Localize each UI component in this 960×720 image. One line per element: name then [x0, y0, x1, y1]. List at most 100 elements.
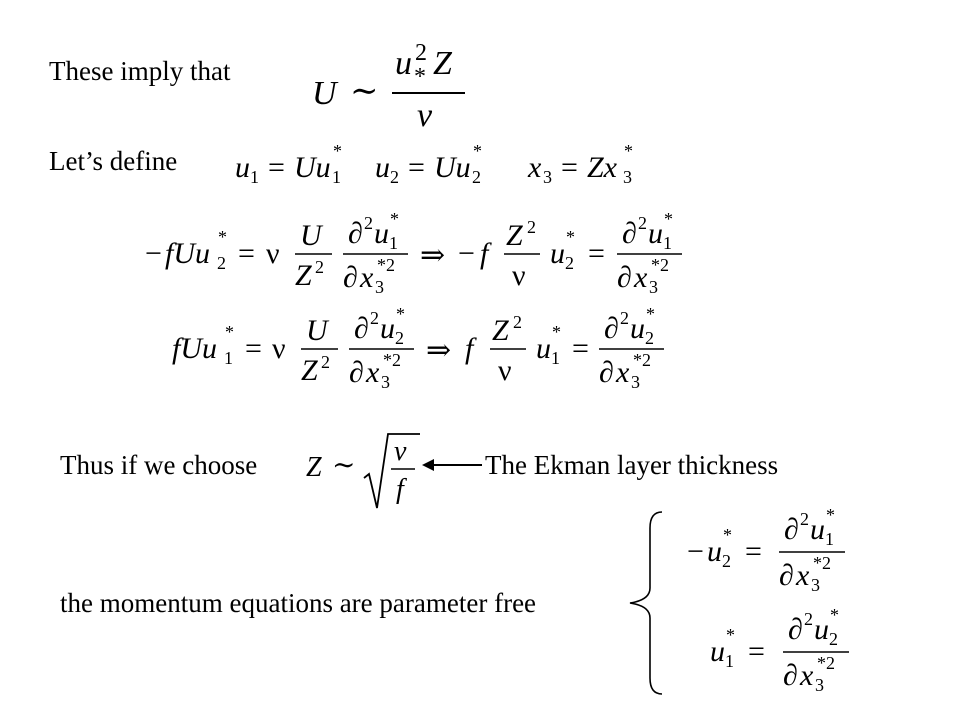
svg-text:f: f — [465, 332, 477, 365]
svg-text:ν: ν — [417, 97, 433, 130]
brace-icon — [629, 511, 663, 695]
text-lets-define: Let’s define — [49, 146, 178, 176]
svg-text:u: u — [707, 535, 722, 568]
svg-text:2: 2 — [527, 217, 536, 237]
svg-text:3: 3 — [623, 167, 632, 187]
svg-text:=: = — [572, 332, 589, 365]
ekman-scale-equation: Z ∼ ν f — [306, 433, 420, 509]
svg-text:*2: *2 — [633, 350, 651, 370]
svg-text:fUu: fUu — [172, 332, 217, 365]
svg-text:=: = — [748, 635, 765, 668]
svg-text:*2: *2 — [817, 653, 835, 673]
svg-text:∂: ∂ — [788, 613, 803, 646]
svg-text:3: 3 — [375, 277, 384, 297]
svg-text:*: * — [414, 64, 426, 90]
text-ekman-thickness: The Ekman layer thickness — [485, 450, 779, 480]
svg-text:fUu: fUu — [165, 237, 210, 270]
svg-text:⇒: ⇒ — [420, 239, 445, 272]
svg-text:u: u — [550, 237, 565, 270]
param-free-equation-1: − u 2 * = ∂ 2 u 1 * ∂ x 3 *2 — [687, 505, 845, 595]
svg-text:f: f — [396, 474, 407, 505]
svg-text:Uu: Uu — [294, 151, 331, 184]
svg-text:1: 1 — [332, 167, 341, 187]
svg-text:u: u — [810, 513, 825, 546]
svg-text:2: 2 — [321, 352, 330, 372]
svg-text:2: 2 — [620, 308, 629, 328]
text-thus-if-we-choose: Thus if we choose — [60, 450, 258, 480]
svg-text:1: 1 — [825, 529, 834, 549]
svg-text:=: = — [588, 237, 605, 270]
svg-text:*: * — [826, 505, 835, 525]
svg-text:1: 1 — [224, 348, 233, 368]
svg-text:3: 3 — [815, 675, 824, 695]
svg-text:x: x — [365, 356, 380, 389]
svg-text:2: 2 — [645, 328, 654, 348]
svg-text:1: 1 — [725, 651, 734, 671]
svg-text:=: = — [408, 151, 425, 184]
svg-text:1: 1 — [250, 167, 259, 187]
svg-text:u: u — [648, 217, 663, 250]
svg-text:∂: ∂ — [354, 312, 369, 345]
svg-text:*: * — [552, 322, 561, 342]
svg-text:u: u — [395, 45, 412, 82]
svg-text:*: * — [624, 141, 633, 161]
svg-text:=: = — [268, 151, 285, 184]
svg-text:u: u — [235, 151, 250, 184]
svg-text:*2: *2 — [651, 255, 669, 275]
svg-text:Uu: Uu — [434, 151, 471, 184]
svg-text:Z: Z — [306, 452, 322, 483]
svg-text:Zx: Zx — [587, 151, 618, 184]
svg-text:2: 2 — [722, 551, 731, 571]
momentum-equation-1: − fUu 2 * = ν U Z 2 ∂ 2 u 1 * ∂ x 3 *2 ⇒… — [145, 209, 682, 297]
left-arrow-icon — [422, 459, 482, 471]
svg-text:=: = — [561, 151, 578, 184]
svg-text:3: 3 — [381, 372, 390, 392]
svg-text:*2: *2 — [813, 553, 831, 573]
svg-text:u: u — [814, 613, 829, 646]
svg-text:∂: ∂ — [349, 356, 364, 389]
svg-text:1: 1 — [389, 233, 398, 253]
param-free-equation-2: u 1 * = ∂ 2 u 2 * ∂ x 3 *2 — [710, 605, 849, 695]
svg-text:2: 2 — [829, 629, 838, 649]
svg-text:ν: ν — [394, 436, 407, 467]
svg-text:−: − — [458, 237, 475, 270]
svg-text:2: 2 — [395, 328, 404, 348]
svg-text:*2: *2 — [383, 350, 401, 370]
svg-text:2: 2 — [513, 312, 522, 332]
svg-text:*: * — [390, 209, 399, 229]
svg-text:Z: Z — [301, 354, 318, 387]
svg-text:U: U — [300, 219, 324, 252]
svg-text:−: − — [687, 535, 704, 568]
svg-text:*: * — [723, 525, 732, 545]
svg-text:2: 2 — [217, 253, 226, 273]
svg-text:Z: Z — [433, 45, 453, 82]
svg-text:f: f — [480, 237, 492, 270]
momentum-equation-2: fUu 1 * = ν U Z 2 ∂ 2 u 2 * ∂ x 3 *2 ⇒ f… — [172, 304, 664, 392]
svg-text:U: U — [312, 75, 339, 112]
svg-text:Z: Z — [506, 219, 523, 252]
svg-text:2: 2 — [804, 609, 813, 629]
svg-text:2: 2 — [315, 257, 324, 277]
svg-text:2: 2 — [800, 509, 809, 529]
svg-text:x: x — [359, 261, 374, 294]
svg-text:∂: ∂ — [599, 356, 614, 389]
svg-text:2: 2 — [472, 167, 481, 187]
nondimensional-definitions: u 1 = Uu 1 * u 2 = Uu 2 * x 3 = Zx 3 * — [235, 141, 633, 187]
scaling-equation-U: U ∼ u 2 * Z ν — [312, 40, 465, 130]
svg-text:2: 2 — [565, 253, 574, 273]
svg-text:3: 3 — [649, 277, 658, 297]
svg-text:∂: ∂ — [343, 261, 358, 294]
svg-text:∼: ∼ — [332, 450, 355, 481]
svg-text:u: u — [536, 332, 551, 365]
svg-text:3: 3 — [543, 167, 552, 187]
svg-text:*: * — [830, 605, 839, 625]
svg-text:⇒: ⇒ — [426, 334, 451, 367]
svg-text:u: u — [375, 151, 390, 184]
svg-text:*: * — [396, 304, 405, 324]
svg-text:2: 2 — [364, 213, 373, 233]
svg-text:u: u — [630, 312, 645, 345]
svg-text:x: x — [633, 261, 648, 294]
svg-text:*2: *2 — [377, 255, 395, 275]
svg-text:ν: ν — [272, 332, 286, 365]
